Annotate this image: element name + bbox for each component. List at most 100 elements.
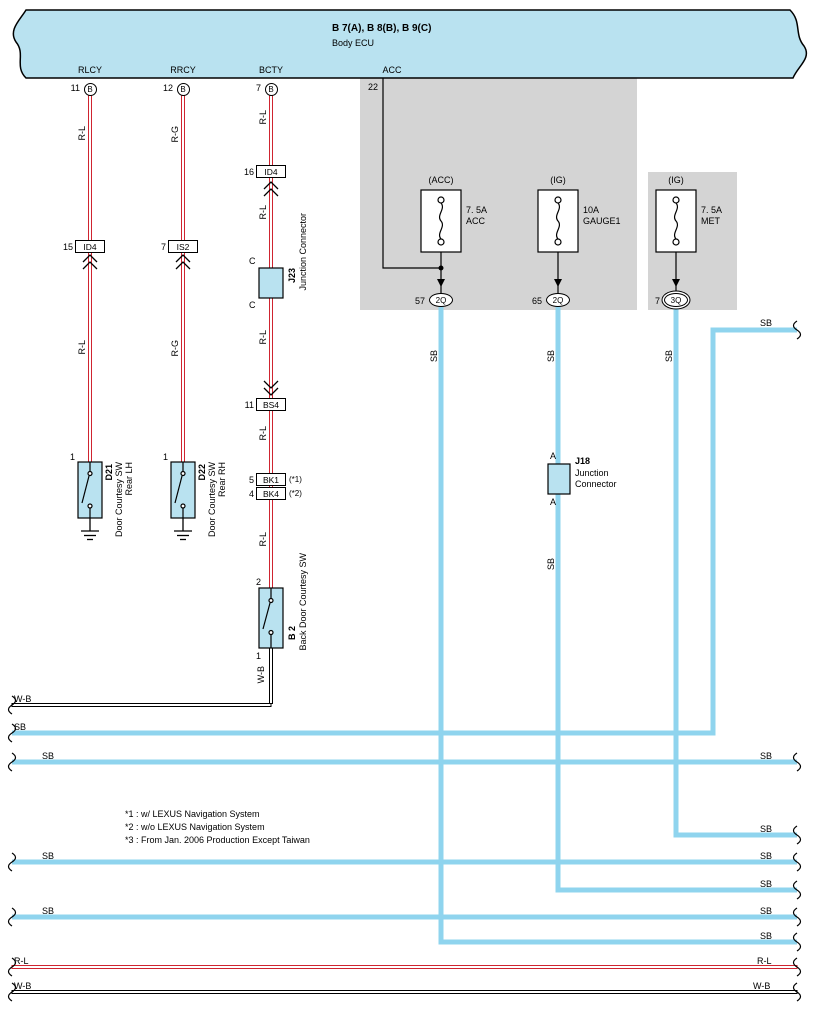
fuse-name: ACC [466,216,486,226]
ecu-pin-number: 22 [367,82,378,92]
switch-name: Door Courtesy SW [207,462,217,538]
ecu-connector-rlcy: RLCY [77,65,102,75]
switch-name: Back Door Courtesy SW [298,553,308,651]
fuse-rating: 10A [583,205,600,215]
fuse-name: MET [701,216,720,226]
cavity-oval: 2Q [429,293,453,307]
body-ecu-block [12,9,808,79]
wire-label-rl: R-L [258,330,268,345]
connector-pin-number: 15 [62,242,73,252]
switch-symbol-d22 [174,462,186,518]
ecu-subtitle: Body ECU [332,38,375,48]
fuse-source-tag: (IG) [550,175,566,185]
connector-pin-number: 11 [244,400,254,410]
cavity-pin-number: 7 [654,296,660,306]
ecu-connector-bcty: BCTY [258,65,283,75]
wire-label-sb: SB [760,824,773,834]
wire-label-sb: SB [14,722,27,732]
switch-symbol-b2 [262,588,274,648]
connector-pin-number: 16 [243,167,254,177]
ecu-connector-rrcy: RRCY [170,65,196,75]
wire-label-sb: SB [760,318,773,328]
wire-label-sb: SB [42,851,55,861]
connector-chevrons [82,181,279,396]
fuse-symbols [437,196,680,246]
j18-box [547,463,571,495]
down-arrowheads [437,279,680,287]
ground-symbol-d21 [81,518,99,541]
ecu-pin-number: 12 [162,83,173,93]
ecu-pin-number: 7 [255,83,261,93]
pin-terminal-circle: B [264,82,278,96]
wire-label-rl: R-L [77,340,87,355]
switch-pin-number: 1 [256,651,262,661]
wire-label-sb: SB [760,751,773,761]
wire-label-rl: R-L [258,426,268,441]
footnote-2: *2 : w/o LEXUS Navigation System [125,822,265,832]
wire-label-wb: W-B [14,694,32,704]
connector-box-bk1: BK1 [256,473,286,486]
wire-label-rl: R-L [77,126,87,141]
rl-bottom-run [11,965,798,969]
wire-label-sb: SB [42,906,55,916]
switch-name: Door Courtesy SW [114,462,124,538]
ecu-pin-number: 11 [70,83,80,93]
wire-label-wb: W-B [14,981,32,991]
junction-code: J18 [575,456,591,466]
footnote-3: *3 : From Jan. 2006 Production Except Ta… [125,835,310,845]
ecu-connector-acc: ACC [382,65,402,75]
switch-position: Rear LH [124,462,134,496]
wire-label-sb: SB [760,906,773,916]
pin-terminal-circle: B [176,82,190,96]
pin-terminal-circle: B [83,82,97,96]
wire-label-rl: R-L [258,532,268,547]
connector-pin-number: 4 [248,489,254,499]
connector-pin-number: 7 [160,242,166,252]
wire-label-sb: SB [664,350,674,363]
switch-pin-number: 1 [163,452,169,462]
wire-label-sb: SB [429,350,439,363]
wb-bottom-run [11,990,798,994]
fuse-rating: 7. 5A [701,205,723,215]
connector-box-id4: ID4 [256,165,286,178]
cavity-oval: 2Q [546,293,570,307]
junction-name: Junction [575,468,609,478]
switch-code: D21 [104,464,114,481]
shade-region-acc-ig [360,78,637,310]
fuse-name: GAUGE1 [583,216,621,226]
wire-label-rl: R-L [258,205,268,220]
wire-label-rl: R-L [757,956,772,966]
wire-label-rl: R-L [258,110,268,125]
junction-pin-letter: A [550,497,557,507]
connector-box-id4: ID4 [75,240,105,253]
edge-break-symbols [7,320,802,1002]
wire-label-wb: W-B [753,981,771,991]
connector-box-bk4: BK4 [256,487,286,500]
wire-label-wb: W-B [256,666,266,684]
wire-label-sb: SB [760,851,773,861]
junction-pin-letter: C [249,300,256,310]
switch-code: B 2 [287,626,297,641]
cavity-pin-number: 65 [531,296,542,306]
junction-name: Connector [575,479,617,489]
junction-dot [438,265,444,271]
connector-note-ref: (*1) [289,475,302,484]
switch-code: D22 [197,464,207,481]
footnote-1: *1 : w/ LEXUS Navigation System [125,809,260,819]
wire-label-sb: SB [546,350,556,363]
wire-label-sb: SB [760,879,773,889]
wire-label-sb: SB [546,558,556,571]
wire-label-rg: R-G [170,126,180,143]
ecu-title: B 7(A), B 8(B), B 9(C) [332,23,432,34]
junction-pin-letter: C [249,256,256,266]
switch-pin-number: 2 [256,577,262,587]
wire-label-sb: SB [760,931,773,941]
cavity-oval: 3Q [664,293,688,307]
junction-pin-letter: A [550,451,557,461]
fuse-rating: 7. 5A [466,205,488,215]
wire-label-sb: SB [42,751,55,761]
wire-label-rg: R-G [170,340,180,357]
connector-note-ref: (*2) [289,489,302,498]
